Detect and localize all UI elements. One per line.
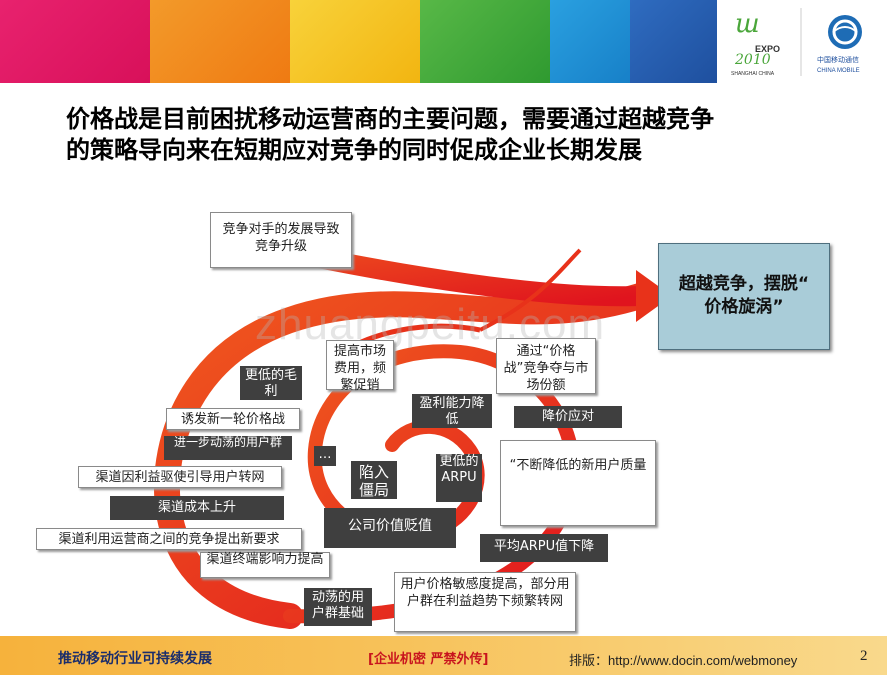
- svg-text:2010: 2010: [734, 52, 771, 68]
- footer-confidential: [企业机密 严禁外传]: [368, 652, 489, 667]
- footer-link[interactable]: 排版：http://www.docin.com/webmoney: [569, 653, 798, 668]
- footer-slogan: 推动移动行业可持续发展: [58, 651, 212, 667]
- box-terminal: 渠道终端影响力提高: [200, 552, 330, 578]
- box-competitor: 竞争对手的发展导致竞争升级: [210, 212, 352, 268]
- banner-stripe-orange: [150, 0, 290, 83]
- spiral-arrowhead: [636, 270, 672, 322]
- logos: ш EXPO 2010 SHANGHAI CHINA 中国移动通信 CHINA …: [731, 8, 862, 77]
- footer-bar: [0, 636, 887, 675]
- dark-lower-arpu: 更低的ARPU: [436, 454, 482, 502]
- dark-ellipsis: …: [314, 446, 336, 466]
- banner-stripe-green: [420, 0, 550, 83]
- expo-logo: ш EXPO 2010 SHANGHAI CHINA: [731, 9, 780, 77]
- svg-text:中国移动通信: 中国移动通信: [817, 55, 859, 64]
- banner-stripe-navy: [630, 0, 720, 83]
- goal-line-1: 超越竞争，摆脱“: [678, 274, 810, 294]
- box-promotion: 提高市场费用，频繁促销: [326, 340, 394, 393]
- center-stuck: 陷入僵局: [350, 460, 398, 500]
- top-banner: ш EXPO 2010 SHANGHAI CHINA 中国移动通信 CHINA …: [0, 0, 887, 83]
- dark-avg-arpu: 平均ARPU值下降: [480, 534, 608, 562]
- dark-channel-cost: 渠道成本上升: [110, 496, 284, 520]
- dark-lower-margin: 更低的毛利: [240, 366, 302, 400]
- box-lower-quality: “不断降低的新用户质量: [500, 440, 656, 526]
- title-line-1: 价格战是目前困扰移动运营商的主要问题，需要通过超越竞争: [66, 105, 714, 133]
- banner-stripe-yellow: [290, 0, 420, 83]
- dark-profit-down: 盈利能力降低: [412, 394, 492, 428]
- svg-text:CHINA MOBILE: CHINA MOBILE: [817, 68, 860, 74]
- goal-box: 超越竞争，摆脱“ 价格旋涡”: [658, 243, 830, 350]
- box-via-price-war: 通过“价格战”竞争夺与市场份额: [496, 338, 596, 394]
- banner-stripe-blue: [550, 0, 630, 83]
- dark-further-churn: 进一步动荡的用户群: [164, 436, 292, 460]
- svg-text:EXPO: EXPO: [755, 44, 780, 54]
- logo-area: ш EXPO 2010 SHANGHAI CHINA 中国移动通信 CHINA …: [717, 0, 887, 83]
- dark-price-response: 降价应对: [514, 406, 622, 428]
- box-new-price-war: 诱发新一轮价格战: [166, 408, 300, 430]
- box-channel-demand: 渠道利用运营商之间的竞争提出新要求: [36, 528, 302, 550]
- box-sensitivity: 用户价格敏感度提高，部分用户群在利益趋势下频繁转网: [394, 572, 576, 632]
- svg-text:SHANGHAI CHINA: SHANGHAI CHINA: [731, 71, 775, 77]
- spiral-thin-arc-2: [479, 248, 582, 332]
- china-mobile-logo: 中国移动通信 CHINA MOBILE: [817, 15, 862, 74]
- dark-user-base: 动荡的用户群基础: [304, 588, 372, 626]
- title-line-2: 的策略导向来在短期应对竞争的同时促成企业长期发展: [66, 136, 642, 164]
- page-number: 2: [860, 648, 868, 664]
- box-channel-churn: 渠道因利益驱使引导用户转网: [78, 466, 282, 488]
- svg-text:ш: ш: [735, 9, 760, 39]
- page-title: 价格战是目前困扰移动运营商的主要问题，需要通过超越竞争 的策略导向来在短期应对竞…: [66, 104, 826, 166]
- goal-line-2: 价格旋涡”: [704, 297, 784, 317]
- dark-company-value: 公司价值贬值: [324, 508, 456, 548]
- banner-stripe-pink: [0, 0, 150, 83]
